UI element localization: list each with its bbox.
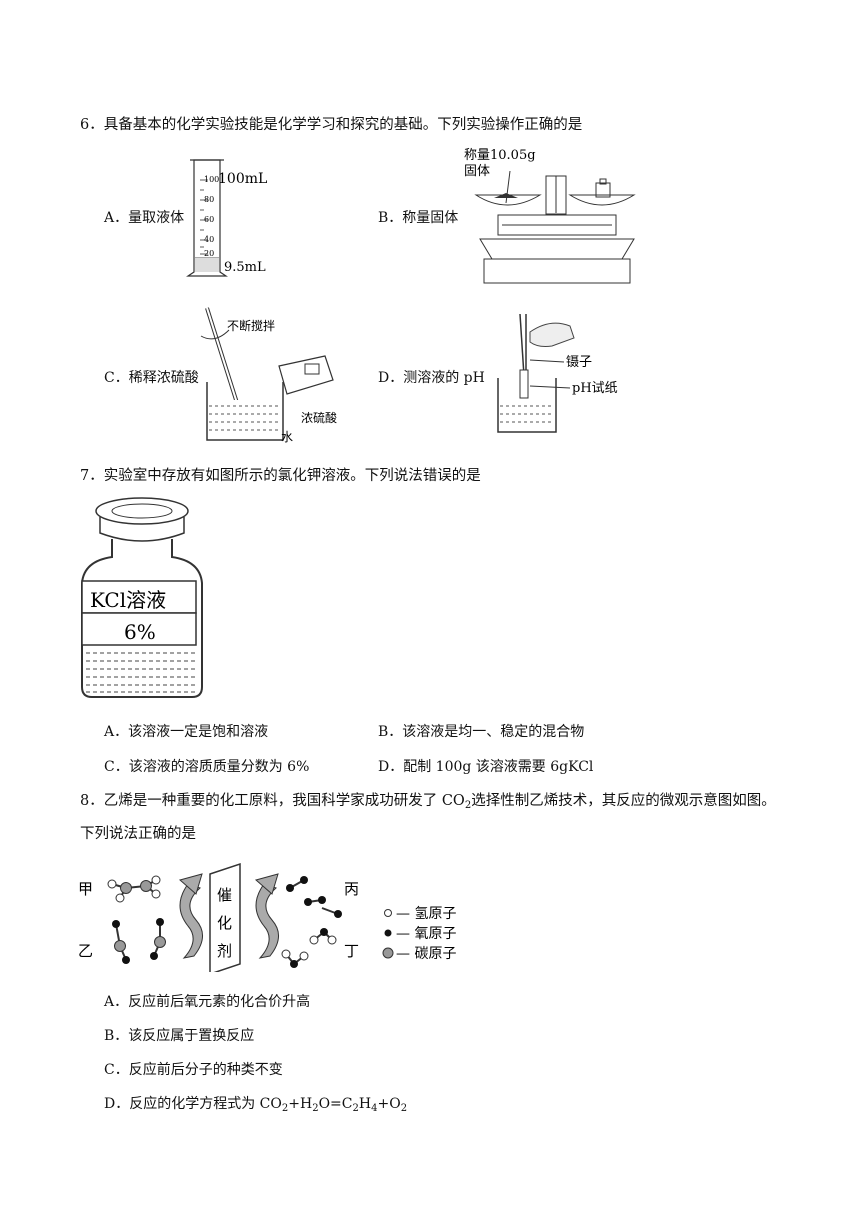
stir-label: 不断搅拌 <box>227 318 275 333</box>
q8-option-a[interactable]: A．反应前后氧元素的化合价升高 <box>104 994 311 1010</box>
q7-option-d[interactable]: D．配制 100g 该溶液需要 6gKCl <box>378 759 594 775</box>
q8-option-c[interactable]: C．反应前后分子的种类不变 <box>104 1062 283 1078</box>
tick-label: 20 <box>204 249 214 258</box>
cylinder-bottom-label: 9.5mL <box>224 260 266 275</box>
balance-figure: 称量10.05g 固体 <box>464 148 636 284</box>
tweezer-label: 镊子 <box>566 355 592 370</box>
legend-oxygen: — 氧原子 <box>396 926 456 942</box>
oxygen-legend-icon <box>384 929 392 937</box>
hydrogen-legend-icon <box>384 909 392 917</box>
tick-label: 100 <box>204 175 219 184</box>
bottle-name-label: KCl溶液 <box>90 588 166 612</box>
q6-option-c[interactable]: C．稀释浓硫酸 <box>104 370 199 386</box>
eq-sub: 2 <box>400 1103 408 1114</box>
q7-option-a[interactable]: A．该溶液一定是饱和溶液 <box>104 724 269 740</box>
q7-option-b[interactable]: B．该溶液是均一、稳定的混合物 <box>378 724 585 740</box>
cylinder-top-label: 100mL <box>218 171 267 187</box>
carbon-legend-icon <box>382 947 394 959</box>
balance-label-line2: 固体 <box>464 164 490 179</box>
q7-option-c[interactable]: C．该溶液的溶质质量分数为 6% <box>104 759 310 775</box>
legend-hydrogen: — 氢原子 <box>396 906 456 922</box>
ph-paper-label: pH试纸 <box>572 381 618 396</box>
balance-label-line1: 称量10.05g <box>464 148 536 163</box>
ph-test-figure: 镊子 pH试纸 <box>497 313 618 433</box>
q8-option-b[interactable]: B．该反应属于置换反应 <box>104 1028 255 1044</box>
eq-sub: 4 <box>371 1103 378 1114</box>
eq-part: H <box>358 1096 372 1112</box>
dilute-acid-figure: 不断搅拌 浓硫酸 水 <box>200 307 337 444</box>
q7-stem: 7．实验室中存放有如图所示的氯化钾溶液。下列说法错误的是 <box>80 468 481 484</box>
q8-d-text: D．反应的化学方程式为 CO <box>104 1096 282 1112</box>
eq-part: O=C <box>318 1096 353 1112</box>
kcl-bottle-figure: KCl溶液 6% <box>81 497 203 698</box>
yi-label: 乙 <box>78 942 93 960</box>
bing-label: 丙 <box>344 880 359 898</box>
q8-stem-part1: 8．乙烯是一种重要的化工原料，我国科学家成功研发了 CO <box>80 793 465 809</box>
eq-sub: 2 <box>352 1103 359 1114</box>
q8-option-d[interactable]: D．反应的化学方程式为 CO2+H2O=C2H4+O2 <box>104 1093 407 1114</box>
q8-stem-line1: 8．乙烯是一种重要的化工原料，我国科学家成功研发了 CO2选择性制乙烯技术，其反… <box>80 789 776 811</box>
acid-label: 浓硫酸 <box>301 410 337 425</box>
tick-label: 40 <box>204 235 214 244</box>
q6-option-b[interactable]: B．称量固体 <box>378 210 459 226</box>
eq-sub: 2 <box>281 1103 289 1114</box>
tick-label: 60 <box>204 215 214 224</box>
reaction-diagram-figure: 甲 乙 催 化 剂 丙 丁 <box>78 862 456 972</box>
jia-label: 甲 <box>78 880 93 898</box>
eq-sub: 2 <box>312 1103 319 1114</box>
eq-part: +H <box>288 1096 313 1112</box>
catalyst-char-2: 化 <box>217 914 232 932</box>
tick-label: 80 <box>204 195 214 204</box>
q8-stem-sub: 2 <box>464 800 472 811</box>
bottle-conc-label: 6% <box>124 620 156 644</box>
catalyst-char-3: 剂 <box>217 942 232 960</box>
ding-label: 丁 <box>344 942 359 960</box>
q6-stem: 6．具备基本的化学实验技能是化学学习和探究的基础。下列实验操作正确的是 <box>80 117 583 133</box>
q8-stem-part2: 选择性制乙烯技术，其反应的微观示意图如图。 <box>471 793 776 809</box>
eq-part: +O <box>377 1096 401 1112</box>
catalyst-char-1: 催 <box>217 886 232 904</box>
water-label: 水 <box>281 430 293 444</box>
graduated-cylinder-figure: 100 80 60 40 20 100mL 9.5mL <box>186 159 267 277</box>
q8-stem-line2: 下列说法正确的是 <box>80 826 196 842</box>
q6-option-d[interactable]: D．测溶液的 pH <box>378 370 485 386</box>
legend-carbon: — 碳原子 <box>396 946 456 962</box>
q6-option-a[interactable]: A．量取液体 <box>104 210 185 226</box>
